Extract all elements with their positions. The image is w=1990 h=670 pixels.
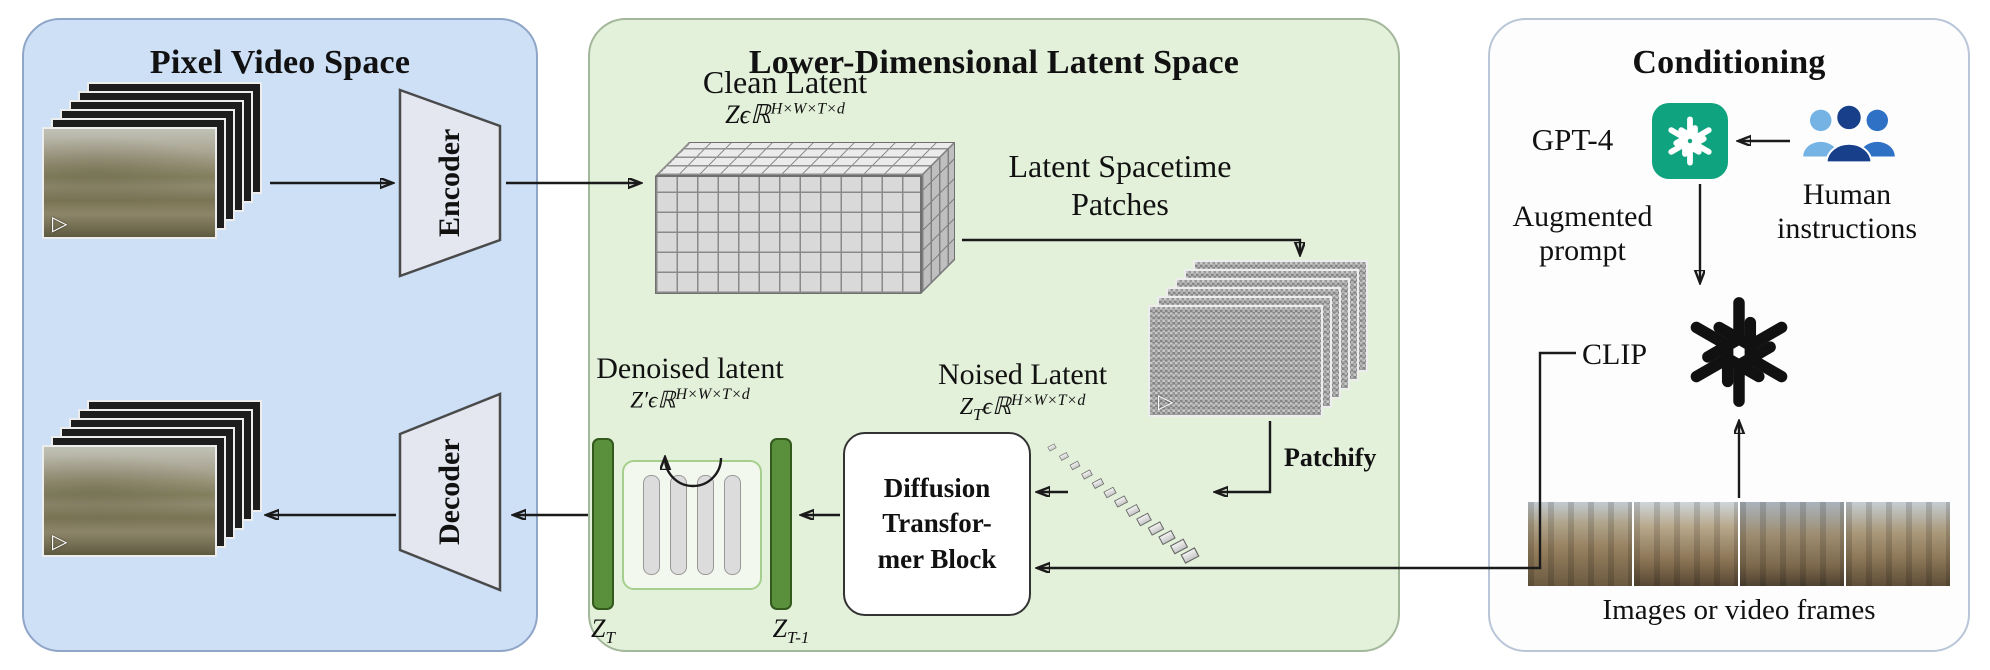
dit-label-line3: mer Block <box>877 543 997 574</box>
denoised-latent-formula: Z′ϵℝH×W×T×d <box>560 386 820 414</box>
latent-panel-title: Lower-Dimensional Latent Space <box>748 44 1240 81</box>
encoder-label: Encoder <box>433 128 466 238</box>
decoder-label: Decoder <box>433 438 466 546</box>
math-subscript: T <box>605 628 615 648</box>
images-caption: Images or video frames <box>1602 594 1876 626</box>
augmented-prompt-line1: Augmented <box>1512 200 1653 233</box>
encoder-block: Encoder <box>398 88 502 278</box>
clip-label: CLIP <box>1582 338 1648 371</box>
human-instructions-line1: Human <box>1802 178 1892 211</box>
clean-latent-label: Clean Latent <box>702 64 868 100</box>
math-membership: ϵℝ <box>982 394 1012 420</box>
spacetime-patches-label-line1: Latent Spacetime <box>1008 148 1232 184</box>
math-subscript: T-1 <box>787 628 810 648</box>
noised-latent-formula: ZTϵℝH×W×T×d <box>905 392 1140 425</box>
dit-label-line1: Diffusion <box>883 473 991 504</box>
latent-patch <box>1102 486 1117 499</box>
latent-patch <box>1136 512 1152 527</box>
denoiser-layer <box>724 475 741 575</box>
clip-encoder-logo-icon <box>1690 297 1788 407</box>
math-superscript: H×W×T×d <box>675 386 750 403</box>
gpt4-logo-icon <box>1652 103 1728 179</box>
zt1-label: ZT-1 <box>746 614 836 648</box>
latent-patch <box>1113 495 1129 508</box>
math-symbol: Z′ <box>630 387 649 413</box>
gpt4-label: GPT-4 <box>1531 122 1614 157</box>
play-icon: ▷ <box>52 211 68 235</box>
patchify-label: Patchify <box>1284 443 1377 472</box>
latent-patch <box>1125 503 1140 518</box>
play-icon: ▷ <box>52 529 68 553</box>
output-video-stack: ▷ <box>42 400 264 558</box>
zt-latent-bar <box>592 438 614 610</box>
input-video-stack: ▷ <box>42 82 264 240</box>
math-symbol: Z <box>772 614 788 643</box>
latent-patch <box>1058 452 1069 461</box>
play-icon: ▷ <box>1158 389 1174 413</box>
math-symbol: Z <box>959 394 974 420</box>
cube-top-face <box>655 142 955 176</box>
math-superscript: H×W×T×d <box>770 100 845 118</box>
math-symbol: Z <box>725 100 740 129</box>
conditioning-image <box>1846 502 1950 586</box>
dit-label-line2: Transfor- <box>882 508 992 539</box>
conditioning-panel-title: Conditioning <box>1632 44 1826 81</box>
denoiser-layer <box>643 475 660 575</box>
diffusion-transformer-block: Diffusion Transfor- mer Block <box>843 432 1031 616</box>
latent-patch <box>1069 460 1081 471</box>
decoder-block: Decoder <box>398 392 502 592</box>
noised-latent-label: Noised Latent <box>937 358 1108 391</box>
math-symbol: Z <box>591 614 606 643</box>
pixel-panel-title: Pixel Video Space <box>149 44 411 81</box>
denoiser-layer <box>697 475 714 575</box>
denoised-latent-label: Denoised latent <box>596 352 784 385</box>
denoiser-layer <box>670 475 687 575</box>
decoder-trapezoid-icon <box>398 392 502 592</box>
math-membership: ϵℝ <box>648 387 676 413</box>
math-membership: ϵℝ <box>739 100 771 129</box>
noised-frame: ▷ <box>1148 305 1323 417</box>
latent-patch <box>1047 443 1057 452</box>
video-frame: ▷ <box>42 445 217 557</box>
latent-patch <box>1091 478 1105 489</box>
zt-label: ZT <box>573 614 633 648</box>
clean-latent-formula: ZϵℝH×W×T×d <box>640 100 930 130</box>
patch-sequence <box>1045 443 1245 583</box>
conditioning-image <box>1528 502 1632 586</box>
math-superscript: H×W×T×d <box>1011 392 1086 409</box>
noised-latent-stack: ▷ <box>1148 260 1370 418</box>
zt1-latent-bar <box>770 438 792 610</box>
encoder-trapezoid-icon <box>398 88 502 278</box>
human-instructions-line2: instructions <box>1777 212 1917 245</box>
augmented-prompt-line2: prompt <box>1539 234 1626 267</box>
cube-front-face <box>655 176 921 294</box>
users-icon <box>1803 103 1895 164</box>
denoiser-layers-box <box>622 460 762 590</box>
spacetime-patches-label-line2: Patches <box>1071 186 1169 222</box>
conditioning-image <box>1634 502 1738 586</box>
latent-patch <box>1147 521 1164 536</box>
math-subscript: T <box>973 404 983 424</box>
conditioning-image <box>1740 502 1844 586</box>
conditioning-images-strip <box>1528 502 1950 586</box>
latent-patch <box>1080 469 1093 480</box>
video-frame: ▷ <box>42 127 217 239</box>
